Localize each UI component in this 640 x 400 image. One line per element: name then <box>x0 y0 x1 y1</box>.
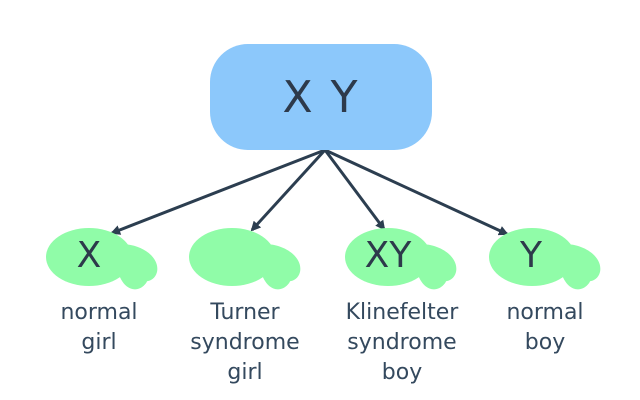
arrow-to-normal-boy <box>324 148 509 236</box>
caption-line: syndrome <box>190 330 300 355</box>
caption-line: normal <box>60 300 138 325</box>
caption-line: girl <box>227 360 263 385</box>
caption-normal-girl: normal girl <box>24 298 174 358</box>
sperm-klinefelter-boy <box>345 228 457 290</box>
sperm-normal-girl <box>46 228 158 290</box>
arrow-to-klinefelter-boy <box>323 149 386 231</box>
caption-line: Turner <box>210 300 280 325</box>
parent-genotype-label: X Y <box>282 71 360 123</box>
caption-line: syndrome <box>347 330 457 355</box>
arrow-to-normal-girl <box>110 148 326 235</box>
arrow-to-turner-girl <box>250 148 327 232</box>
caption-turner-girl: Turner syndrome girl <box>170 298 320 388</box>
sperm-turner-girl <box>189 228 301 290</box>
caption-normal-boy: normal boy <box>470 298 620 358</box>
caption-line: girl <box>81 330 117 355</box>
genotype-normal-girl: X <box>76 235 102 276</box>
arrows <box>110 148 509 236</box>
genotype-klinefelter-boy: XY <box>364 235 412 276</box>
caption-line: boy <box>381 360 423 385</box>
genotype-normal-boy: Y <box>520 235 542 276</box>
parent-genotype-box: X Y <box>210 44 432 150</box>
caption-line: normal <box>506 300 584 325</box>
caption-line: Klinefelter <box>345 300 459 325</box>
caption-line: boy <box>524 330 566 355</box>
caption-klinefelter-boy: Klinefelter syndrome boy <box>327 298 477 388</box>
sperm-normal-boy <box>489 228 601 290</box>
